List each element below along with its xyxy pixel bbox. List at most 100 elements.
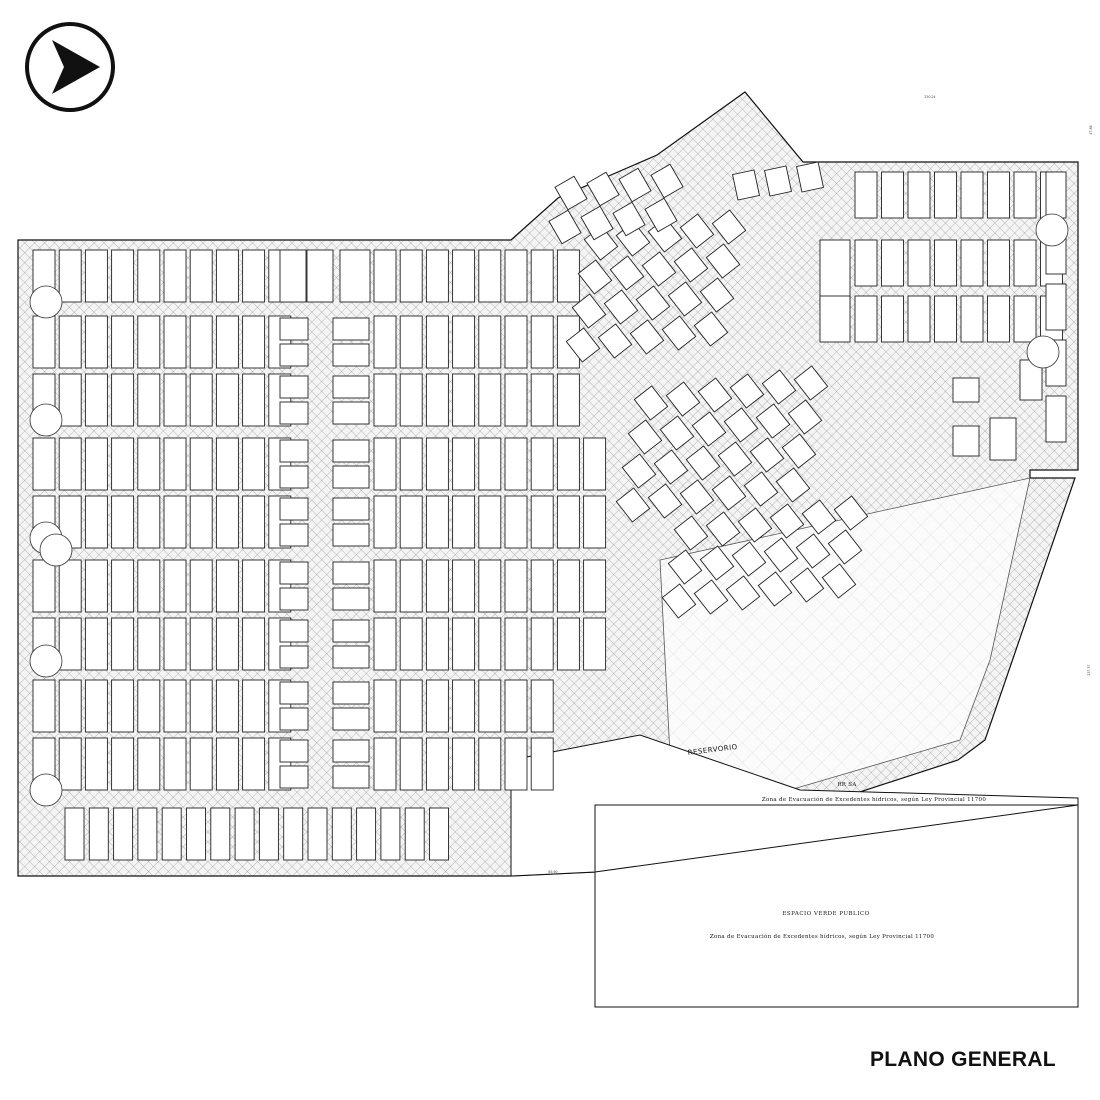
lot (137, 315, 161, 369)
lot (504, 495, 528, 549)
lot (556, 559, 580, 613)
lot (556, 249, 580, 303)
lot (711, 475, 747, 511)
lot (425, 679, 449, 733)
lot (827, 529, 863, 565)
lot (787, 399, 823, 435)
lot (399, 737, 423, 791)
lot (425, 373, 449, 427)
lot (960, 295, 984, 343)
lot (667, 281, 703, 317)
cul-de-sac (29, 773, 63, 807)
lot (881, 239, 904, 287)
lot (697, 377, 733, 413)
lot (452, 315, 476, 369)
lot (137, 807, 158, 861)
lot (399, 249, 423, 303)
lot (854, 295, 878, 343)
lot (723, 407, 759, 443)
lot (644, 197, 678, 233)
lot (565, 327, 601, 363)
boundary-dim-top: 250.24 (924, 95, 935, 99)
lot (32, 437, 56, 491)
lot (242, 373, 266, 427)
lot (163, 559, 187, 613)
lot (603, 289, 639, 325)
lot (137, 737, 161, 791)
lot (64, 807, 85, 861)
lot (332, 401, 370, 425)
lot (755, 403, 791, 439)
lot (137, 249, 161, 303)
lot (137, 495, 161, 549)
lot (987, 295, 1010, 343)
lot (478, 373, 502, 427)
lot (530, 495, 554, 549)
lot (58, 679, 82, 733)
lot (478, 679, 502, 733)
lot (764, 165, 792, 197)
lot (583, 559, 607, 613)
boundary-dim-right-top: 47.86 (1089, 125, 1093, 134)
lot (373, 679, 397, 733)
lot (989, 417, 1017, 461)
lot (452, 737, 476, 791)
lot (111, 737, 135, 791)
lot (189, 437, 213, 491)
lot (137, 559, 161, 613)
lot (757, 571, 793, 607)
lot (960, 171, 984, 219)
lot (556, 617, 580, 671)
boundary-dim-bottom: 65.90 (548, 870, 557, 874)
lot (452, 617, 476, 671)
lot (189, 737, 213, 791)
lot (339, 249, 371, 303)
lot (577, 259, 613, 295)
lot (215, 737, 239, 791)
lot (647, 483, 683, 519)
lot (580, 205, 614, 241)
lot (425, 495, 449, 549)
lot (556, 437, 580, 491)
lot (667, 549, 703, 585)
lot (111, 315, 135, 369)
lot (504, 373, 528, 427)
lot (113, 807, 134, 861)
lot (332, 739, 370, 763)
lot (399, 617, 423, 671)
lot (478, 559, 502, 613)
lot (58, 249, 82, 303)
lot (478, 617, 502, 671)
lot (215, 495, 239, 549)
lot (749, 437, 785, 473)
lot (673, 515, 709, 551)
lot (137, 617, 161, 671)
lot (84, 249, 108, 303)
lot (504, 437, 528, 491)
lot (279, 707, 309, 731)
lot (58, 437, 82, 491)
lot (189, 315, 213, 369)
lot (242, 559, 266, 613)
lot (242, 679, 266, 733)
lot (242, 495, 266, 549)
lot (279, 497, 309, 521)
lot (425, 315, 449, 369)
lot (425, 437, 449, 491)
lot (279, 317, 309, 341)
lot (279, 645, 309, 669)
lot (137, 437, 161, 491)
lot (530, 679, 554, 733)
lot (189, 249, 213, 303)
lot (653, 449, 689, 485)
lot (58, 373, 82, 427)
lot (661, 315, 697, 351)
lot (685, 445, 721, 481)
lot (699, 545, 735, 581)
lot (332, 707, 370, 731)
lot (332, 619, 370, 643)
lot (659, 415, 695, 451)
lot (279, 765, 309, 789)
lot (478, 495, 502, 549)
lot (661, 583, 697, 619)
